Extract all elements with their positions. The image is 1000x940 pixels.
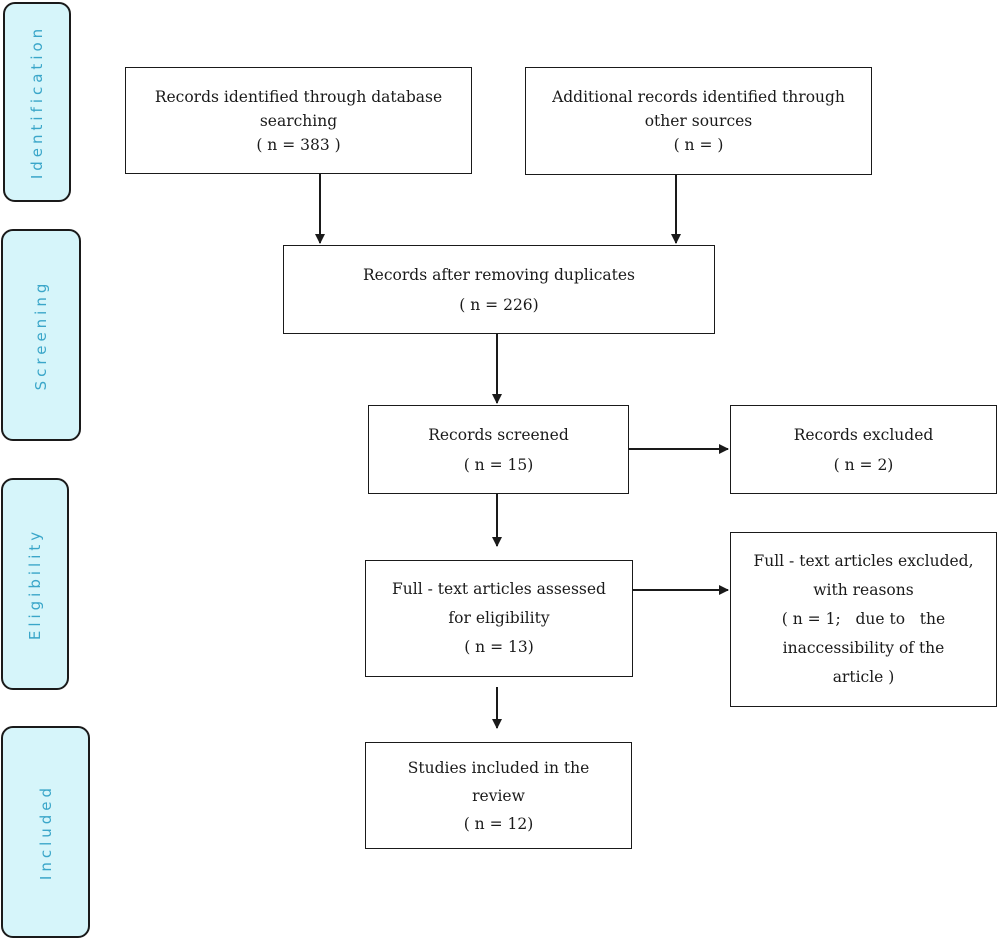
box-additional-records-line1: Additional records identified through [552, 88, 845, 106]
box-records-excluded-line1: Records excluded [793, 425, 934, 444]
box-fulltext-excluded-line2: with reasons [813, 581, 914, 599]
box-fulltext-assessed: Full - text articles assessed for eligib… [365, 560, 633, 677]
box-included-studies-count: ( n = 12) [463, 814, 534, 833]
box-records-excluded-count: ( n = 2) [833, 455, 894, 474]
box-fulltext-assessed-line1: Full - text articles assessed [392, 580, 606, 598]
box-included-studies-line2: review [472, 786, 525, 805]
box-after-duplicates: Records after removing duplicates ( n = … [283, 245, 715, 334]
box-fulltext-assessed-line2: for eligibility [448, 609, 550, 627]
box-additional-records: Additional records identified through ot… [525, 67, 872, 175]
box-fulltext-excluded-line1: Full - text articles excluded, [753, 552, 974, 570]
box-records-screened: Records screened ( n = 15) [368, 405, 629, 494]
box-database-records-line1: Records identified through database [154, 87, 443, 106]
box-records-excluded: Records excluded ( n = 2) [730, 405, 997, 494]
box-records-screened-line1: Records screened [428, 425, 569, 444]
box-fulltext-excluded-line4: inaccessibility of the [782, 639, 945, 657]
phase-screening: Screening [1, 229, 81, 441]
box-after-duplicates-count: ( n = 226) [459, 295, 539, 314]
box-included-studies-line1: Studies included in the [407, 758, 590, 777]
box-database-records-line2: searching [259, 111, 338, 130]
phase-identification: Identification [3, 2, 71, 202]
box-after-duplicates-line1: Records after removing duplicates [363, 265, 635, 284]
box-fulltext-excluded: Full - text articles excluded, with reas… [730, 532, 997, 707]
box-additional-records-line2: other sources [644, 112, 753, 130]
box-database-records: Records identified through database sear… [125, 67, 472, 174]
phase-included: Included [1, 726, 90, 938]
box-records-screened-count: ( n = 15) [463, 455, 534, 474]
box-fulltext-assessed-count: ( n = 13) [464, 638, 534, 656]
box-included-studies: Studies included in the review ( n = 12) [365, 742, 632, 849]
box-additional-records-count: ( n = ) [673, 136, 724, 154]
phase-eligibility: Eligibility [1, 478, 69, 690]
box-database-records-count: ( n = 383 ) [256, 135, 341, 154]
box-fulltext-excluded-line5: article ) [832, 668, 895, 686]
box-fulltext-excluded-line3: ( n = 1; due to the [781, 610, 946, 628]
